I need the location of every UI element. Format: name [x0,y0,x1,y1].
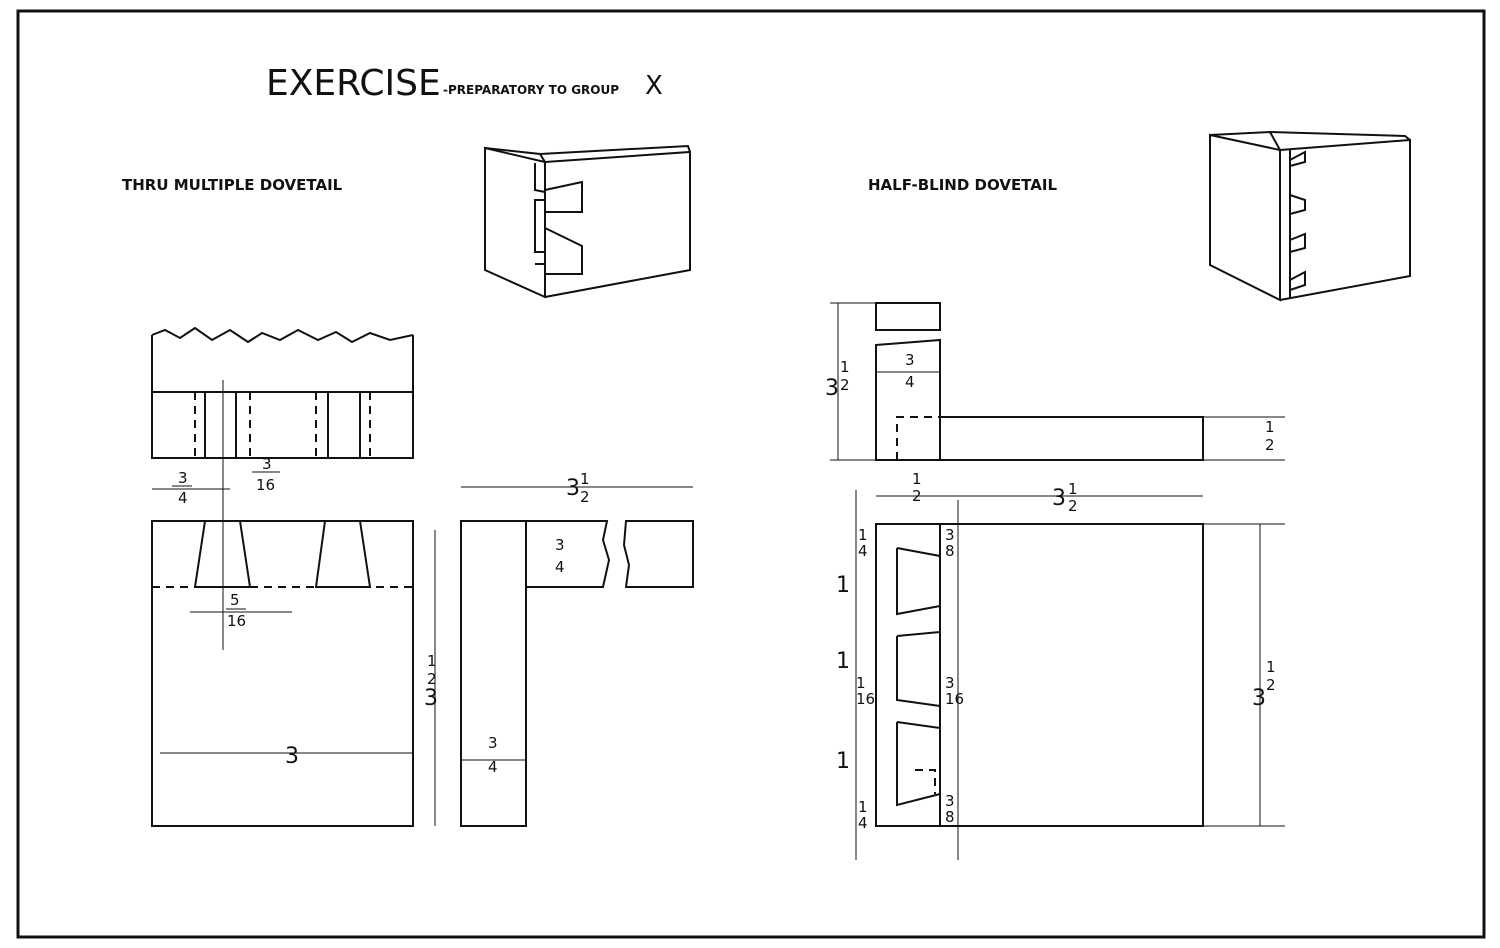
svg-text:4: 4 [905,373,915,391]
right-dimension-text: 3 1 2 3 4 1 2 1 2 3 1 2 1 4 3 8 1 1 1 16… [825,351,1276,832]
svg-text:1: 1 [1265,418,1275,436]
svg-text:4: 4 [555,558,565,576]
svg-text:1: 1 [580,470,590,488]
svg-text:1: 1 [858,526,868,544]
iso-half-blind-dovetail [1209,130,1411,302]
svg-text:16: 16 [945,690,964,708]
svg-text:1: 1 [1068,480,1078,498]
label-half-blind-dovetail: HALF-BLIND DOVETAIL [868,176,1057,194]
svg-text:2: 2 [840,376,850,394]
svg-text:16: 16 [227,612,246,630]
svg-text:3: 3 [945,526,955,544]
svg-text:2: 2 [580,488,590,506]
left-dimension-text: 3 4 3 16 3 1 2 3 4 5 16 3 1 2 3 3 4 [152,455,590,776]
svg-text:3: 3 [905,351,915,369]
svg-text:3: 3 [945,792,955,810]
svg-text:3: 3 [1052,486,1066,511]
svg-text:1: 1 [858,798,868,816]
svg-text:1: 1 [427,652,437,670]
svg-text:1: 1 [840,358,850,376]
svg-text:2: 2 [1266,676,1276,694]
svg-text:8: 8 [945,542,955,560]
svg-text:3: 3 [825,376,839,401]
svg-text:4: 4 [858,814,868,832]
iso-thru-dovetail [484,144,691,299]
svg-text:4: 4 [858,542,868,560]
svg-text:16: 16 [856,690,875,708]
svg-text:3: 3 [1252,686,1266,711]
svg-text:3: 3 [488,734,498,752]
svg-text:3: 3 [178,469,188,487]
sheet-border [16,9,1486,939]
thru-dovetail-front-view [151,520,436,827]
svg-text:1: 1 [856,674,866,692]
svg-text:16: 16 [256,476,275,494]
svg-text:1: 1 [1266,658,1276,676]
thru-dovetail-top-view [151,326,414,650]
thru-dovetail-side-view [460,486,694,827]
title-sub: -PREPARATORY TO GROUP [443,83,619,97]
title-group: X [645,71,663,101]
svg-text:3: 3 [555,536,565,554]
svg-text:3: 3 [566,476,580,501]
svg-text:1: 1 [836,749,850,774]
title-main: EXERCISE [266,63,441,104]
svg-text:2: 2 [1265,436,1275,454]
svg-text:1: 1 [912,470,922,488]
half-blind-front-view [855,490,1285,860]
svg-text:2: 2 [1068,497,1078,515]
svg-text:1: 1 [836,649,850,674]
svg-text:2: 2 [912,487,922,505]
svg-text:3: 3 [945,674,955,692]
half-blind-top-view [830,302,1285,497]
svg-text:3: 3 [285,744,299,769]
svg-text:4: 4 [178,489,188,507]
svg-text:4: 4 [488,758,498,776]
svg-text:2: 2 [427,670,437,688]
svg-text:1: 1 [836,573,850,598]
svg-text:3: 3 [262,455,272,473]
svg-text:5: 5 [230,591,240,609]
svg-text:8: 8 [945,808,955,826]
label-thru-multiple-dovetail: THRU MULTIPLE DOVETAIL [122,176,343,194]
svg-text:3: 3 [424,686,438,711]
